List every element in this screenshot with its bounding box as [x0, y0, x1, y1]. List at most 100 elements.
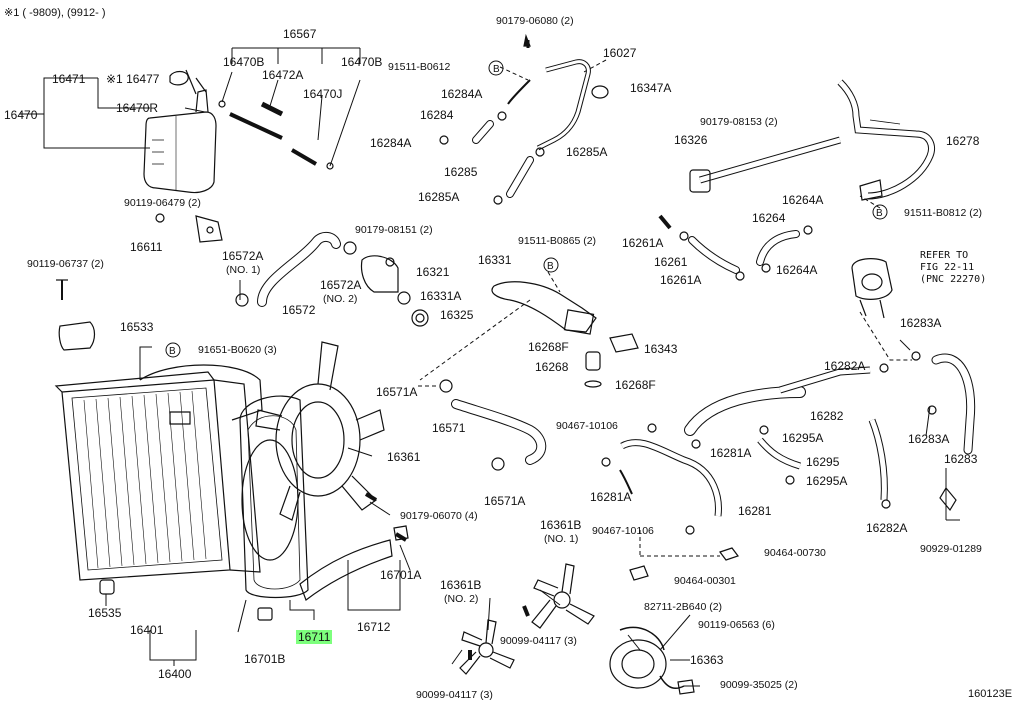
part-16027[interactable]: 16027 [603, 46, 637, 60]
part-90467-10106-2[interactable]: 90467-10106 [592, 525, 654, 537]
part-16401[interactable]: 16401 [130, 623, 164, 637]
part-16611[interactable]: 16611 [130, 240, 163, 254]
part-16343[interactable]: 16343 [644, 342, 678, 356]
refer-to-note: REFER TO FIG 22-11 (PNC 22270) [920, 250, 987, 285]
part-16268F-2[interactable]: 16268F [615, 378, 656, 392]
part-16331A[interactable]: 16331A [420, 289, 462, 303]
fan-16361B-no2 [460, 606, 528, 674]
part-90119-06479[interactable]: 90119-06479 (2) [124, 197, 201, 209]
part-16712[interactable]: 16712 [357, 620, 391, 634]
part-90099-04117-2[interactable]: 90099-04117 (3) [416, 689, 493, 701]
part-16284[interactable]: 16284 [420, 108, 454, 122]
part-16571A-1[interactable]: 16571A [376, 385, 418, 399]
part-16533[interactable]: 16533 [120, 320, 154, 334]
part-16363[interactable]: 16363 [690, 653, 724, 667]
part-16282A-1[interactable]: 16282A [824, 359, 866, 373]
gasket-16347A-shape [592, 86, 608, 98]
part-16268F-1[interactable]: 16268F [528, 340, 569, 354]
part-90179-06080[interactable]: 90179-06080 (2) [496, 15, 574, 27]
part-16283[interactable]: 16283 [944, 452, 978, 466]
part-91651-B0620[interactable]: 91651-B0620 (3) [198, 344, 277, 356]
part-90179-08151[interactable]: 90179-08151 (2) [355, 224, 433, 236]
part-16268[interactable]: 16268 [535, 360, 569, 374]
part-16325[interactable]: 16325 [440, 308, 474, 322]
part-91511-B0612[interactable]: 91511-B0612 [388, 61, 451, 73]
part-16571A-2[interactable]: 16571A [484, 494, 526, 508]
part-16572[interactable]: 16572 [282, 303, 316, 317]
part-16264[interactable]: 16264 [752, 211, 786, 225]
part-16711-highlighted[interactable]: 16711 [296, 630, 333, 644]
part-16470R[interactable]: 16470R [116, 101, 159, 115]
part-16278[interactable]: 16278 [946, 134, 980, 148]
part-16282[interactable]: 16282 [810, 409, 844, 423]
water-outlet-16331 [492, 282, 596, 334]
part-16472A[interactable]: 16472A [262, 68, 304, 82]
part-16283A-1[interactable]: 16283A [900, 316, 942, 330]
part-16264A[interactable]: 16264A [782, 193, 824, 207]
part-16295[interactable]: 16295 [806, 455, 840, 469]
part-90099-04117-1[interactable]: 90099-04117 (3) [500, 635, 577, 647]
cooling-fan-16361 [256, 342, 384, 520]
part-16535[interactable]: 16535 [88, 606, 122, 620]
upper-hose-16572 [236, 237, 356, 306]
part-16701A[interactable]: 16701A [380, 568, 422, 582]
hoses-16282-16283 [690, 352, 971, 510]
part-16285A-1[interactable]: 16285A [566, 145, 608, 159]
part-90099-35025[interactable]: 90099-35025 (2) [720, 679, 798, 691]
bracket-16533 [56, 280, 95, 350]
part-90464-00301[interactable]: 90464-00301 [674, 575, 736, 587]
part-16331[interactable]: 16331 [478, 253, 512, 267]
fan-16361B-no1 [532, 564, 594, 628]
part-16347A[interactable]: 16347A [630, 81, 672, 95]
part-16326[interactable]: 16326 [674, 133, 708, 147]
part-90179-06070[interactable]: 90179-06070 (4) [400, 510, 478, 522]
part-16361[interactable]: 16361 [387, 450, 421, 464]
part-16283A-2[interactable]: 16283A [908, 432, 950, 446]
part-90119-06563[interactable]: 90119-06563 (6) [698, 619, 775, 631]
part-16471[interactable]: 16471 [52, 72, 86, 86]
part-16261A-1[interactable]: 16261A [622, 236, 664, 250]
part-90467-10106-1[interactable]: 90467-10106 [556, 420, 618, 432]
part-16361B-2[interactable]: 16361B [440, 578, 482, 592]
part-16295A-2[interactable]: 16295A [806, 474, 848, 488]
valve-assembly-ref [852, 259, 892, 318]
part-16400[interactable]: 16400 [158, 667, 192, 681]
radiator-16400 [56, 372, 260, 594]
part-16470J[interactable]: 16470J [303, 87, 343, 101]
part-16470[interactable]: 16470 [4, 108, 38, 122]
part-16477[interactable]: ※1 16477 [106, 72, 160, 86]
part-16295A-1[interactable]: 16295A [782, 431, 824, 445]
part-16572A-1[interactable]: 16572A [222, 249, 264, 263]
part-16281A-1[interactable]: 16281A [710, 446, 752, 460]
water-bypass-pipe-16027 [508, 40, 608, 148]
part-91511-B0812[interactable]: 91511-B0812 (2) [904, 207, 983, 219]
no1-note-a: (NO. 1) [226, 264, 261, 276]
part-16281[interactable]: 16281 [738, 504, 772, 518]
svg-text:B: B [493, 64, 500, 75]
part-16470B-a[interactable]: 16470B [223, 55, 265, 69]
part-90464-00730[interactable]: 90464-00730 [764, 547, 826, 559]
part-16321[interactable]: 16321 [416, 265, 450, 279]
part-16261A-2[interactable]: 16261A [660, 273, 702, 287]
part-16572A-2[interactable]: 16572A [320, 278, 362, 292]
part-16264A-2[interactable]: 16264A [776, 263, 818, 277]
part-16282A-2[interactable]: 16282A [866, 521, 908, 535]
part-16567[interactable]: 16567 [283, 27, 317, 41]
part-82711-2B640[interactable]: 82711-2B640 (2) [644, 601, 723, 613]
svg-text:B: B [876, 208, 883, 219]
part-91511-B0865[interactable]: 91511-B0865 (2) [518, 235, 597, 247]
part-16284A-2[interactable]: 16284A [370, 136, 412, 150]
part-90179-08153[interactable]: 90179-08153 (2) [700, 116, 778, 128]
part-16281A-2[interactable]: 16281A [590, 490, 632, 504]
part-16571[interactable]: 16571 [432, 421, 466, 435]
part-16701B[interactable]: 16701B [244, 652, 286, 666]
part-90929-01289[interactable]: 90929-01289 [920, 543, 982, 555]
part-16285A-2[interactable]: 16285A [418, 190, 460, 204]
part-16285[interactable]: 16285 [444, 165, 478, 179]
part-16261[interactable]: 16261 [654, 255, 688, 269]
part-16470B-b[interactable]: 16470B [341, 55, 383, 69]
part-90119-06737[interactable]: 90119-06737 (2) [27, 258, 104, 270]
part-16284A-1[interactable]: 16284A [441, 87, 483, 101]
part-16361B-1[interactable]: 16361B [540, 518, 582, 532]
